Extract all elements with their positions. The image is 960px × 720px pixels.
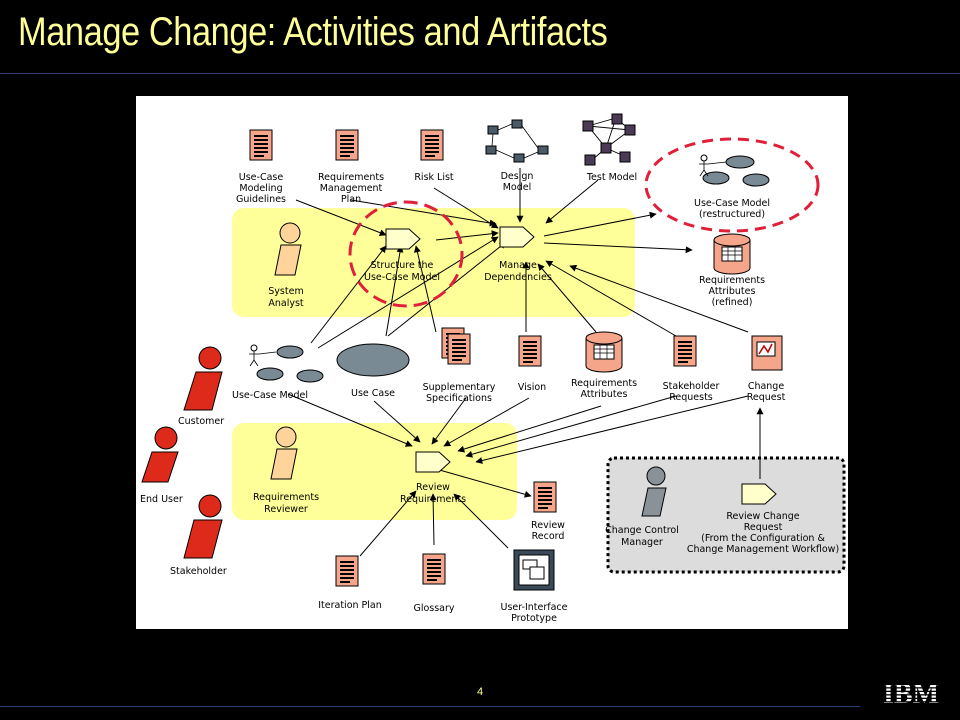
footer-divider [0,706,860,707]
svg-text:Risk List: Risk List [414,172,454,183]
svg-text:Glossary: Glossary [413,603,454,614]
glossary-artifact: Glossary [413,553,455,614]
structure-activity-callout [348,200,464,308]
risk-list-artifact: Risk List [414,129,454,183]
svg-text:IBM: IBM [883,679,939,706]
connector-arrows [287,168,764,557]
use-case-artifact: Use Case [336,343,410,399]
svg-text:Vision: Vision [518,382,546,393]
svg-text:Stakeholder: Stakeholder [170,566,227,577]
upper-activity-band [232,208,635,317]
iteration-plan-artifact: Iteration Plan [318,555,382,611]
use-case-model-restructured-artifact: Use-Case Model(restructured) [694,154,770,220]
vision-artifact: Vision [518,335,546,393]
restructured-model-callout [644,137,820,233]
use-case-model-artifact: Use-Case Model [232,344,324,401]
svg-text:Test Model: Test Model [586,172,637,183]
change-management-box [606,456,846,574]
svg-text:Customer: Customer [178,416,224,427]
stakeholder-role: Stakeholder [170,494,227,577]
customer-role: Customer [178,346,224,427]
page-number: 4 [476,686,484,698]
svg-text:Use-Case Model(restructured): Use-Case Model(restructured) [694,198,770,220]
svg-text:End User: End User [140,494,183,505]
lower-activity-band [232,423,517,520]
end-user-role: End User [140,426,183,505]
stakeholder-figures: Customer End User Stakeholder [140,346,227,577]
svg-text:Iteration Plan: Iteration Plan [318,600,382,611]
svg-text:Use Case: Use Case [351,388,395,399]
test-model-artifact: Test Model [582,113,637,183]
slide-title: Manage Change: Activities and Artifacts [18,10,608,54]
ibm-logo: IBM [883,679,939,706]
title-divider [0,73,960,74]
svg-text:Use-Case Model: Use-Case Model [232,390,308,401]
